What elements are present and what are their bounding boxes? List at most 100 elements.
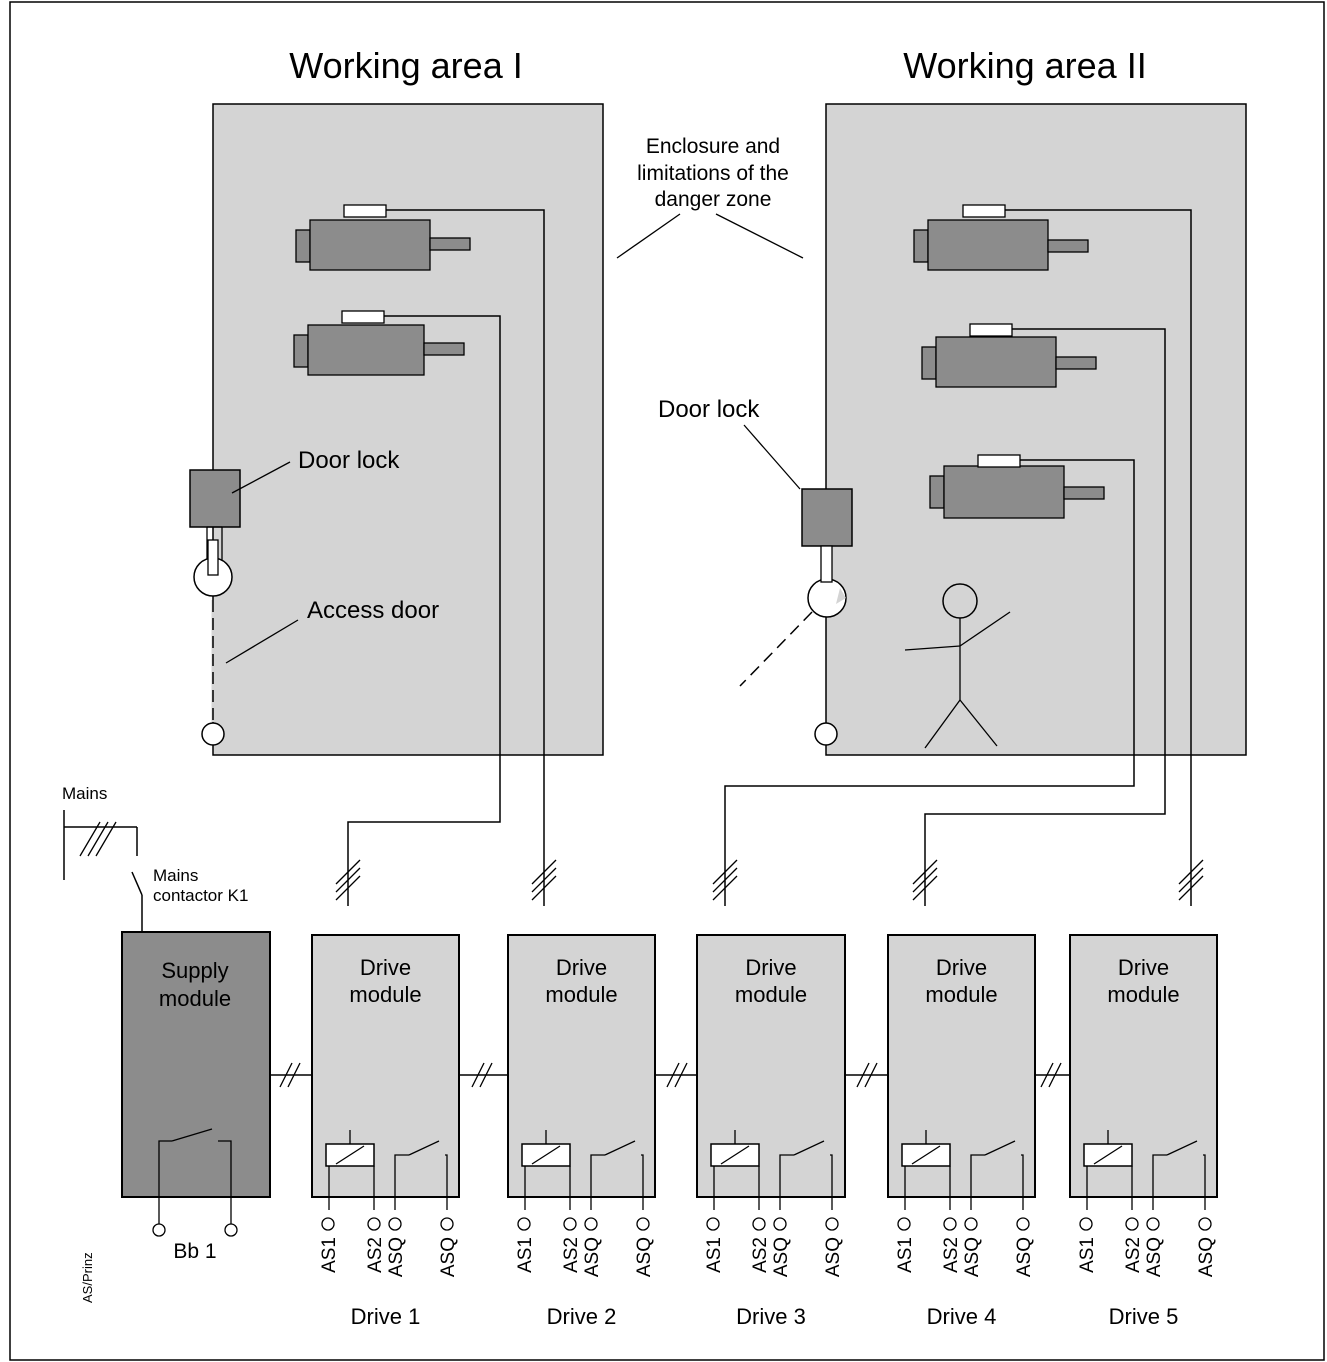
working-area-1-title: Working area I: [289, 45, 522, 86]
supply-module-label-line1: Supply: [161, 958, 228, 983]
motor-1: [295, 204, 471, 271]
relay-contact: [1152, 1140, 1206, 1210]
terminal-asq: [584, 1217, 598, 1231]
terminal-asq: [964, 1217, 978, 1231]
enclosure-pointer-right: [715, 213, 804, 259]
door-lock-2: [801, 488, 853, 618]
terminal-label: ASQ: [1014, 1237, 1035, 1277]
drive-module-title: Drive: [556, 955, 607, 980]
relay-contact: [779, 1140, 833, 1210]
terminal-as2: [752, 1217, 766, 1231]
terminal-label: AS2: [365, 1237, 386, 1273]
motor-4: [921, 323, 1097, 388]
terminal-label: AS1: [895, 1237, 916, 1273]
mains-contactor-label-line2: contactor K1: [153, 886, 248, 905]
drive-module-title: Drive: [936, 955, 987, 980]
drive-module-subtitle: module: [925, 982, 997, 1007]
working-area-2-enclosure: [825, 103, 1247, 756]
drive-module-subtitle: module: [349, 982, 421, 1007]
access-door-label: Access door: [307, 597, 439, 624]
terminal-label: ASQ: [438, 1237, 459, 1277]
door-hinge-1: [201, 722, 225, 746]
terminal-label: AS2: [561, 1237, 582, 1273]
access-door-2-open: [739, 611, 813, 687]
terminal-label: ASQ: [1144, 1237, 1165, 1277]
terminal-label: ASQ: [962, 1237, 983, 1277]
terminal-label: ASQ: [1196, 1237, 1217, 1277]
enclosure-label-line2: limitations of the: [637, 162, 789, 185]
relay-coil: [710, 1130, 760, 1210]
terminal-label: ASQ: [823, 1237, 844, 1277]
cable-hatch: [335, 859, 361, 901]
terminal-label: ASQ: [634, 1237, 655, 1277]
working-area-1-enclosure: [212, 103, 604, 756]
terminal-as1: [706, 1217, 720, 1231]
person-icon: [904, 583, 1011, 749]
cable-motor-4: [924, 328, 1166, 906]
terminal-as1: [517, 1217, 531, 1231]
terminal-asq: [636, 1217, 650, 1231]
cable-motor-1: [386, 209, 545, 906]
terminal-label: ASQ: [771, 1237, 792, 1277]
drive-module-subtitle: module: [735, 982, 807, 1007]
drive-name-label: Drive 1: [351, 1304, 421, 1329]
door-lock-2-pointer: [743, 424, 801, 490]
door-lock-1-pointer: [231, 461, 291, 494]
terminal-label: AS1: [319, 1237, 340, 1273]
terminal-asq: [440, 1217, 454, 1231]
supply-module: [121, 931, 271, 1198]
terminal-label: AS1: [1077, 1237, 1098, 1273]
terminal-as1: [1079, 1217, 1093, 1231]
cable-hatch: [712, 859, 738, 901]
bb1-label: Bb 1: [173, 1240, 216, 1263]
access-door-pointer: [225, 619, 299, 664]
door-lock-1-label: Door lock: [298, 447, 400, 474]
relay-contact: [970, 1140, 1024, 1210]
drive-module-title: Drive: [745, 955, 796, 980]
motor-5: [929, 454, 1105, 519]
terminal-label: AS2: [941, 1237, 962, 1273]
relay-coil: [1083, 1130, 1133, 1210]
terminal-label: AS1: [704, 1237, 725, 1273]
drive-name-label: Drive 3: [736, 1304, 806, 1329]
terminal-as2: [563, 1217, 577, 1231]
terminal-as1: [897, 1217, 911, 1231]
door-hinge-2: [814, 722, 838, 746]
drive-module-title: Drive: [360, 955, 411, 980]
terminal-asq: [1016, 1217, 1030, 1231]
terminal-asq: [825, 1217, 839, 1231]
door-lock-1: [189, 469, 241, 597]
mains-symbol: [63, 810, 143, 932]
terminal-as1: [321, 1217, 335, 1231]
enclosure-label-line3: danger zone: [655, 188, 772, 211]
relay-contact: [590, 1140, 644, 1210]
mains-label: Mains: [62, 784, 107, 803]
cable-motor-2: [347, 315, 501, 906]
terminal-as2: [367, 1217, 381, 1231]
relay-coil: [521, 1130, 571, 1210]
enclosure-label-line1: Enclosure and: [646, 135, 780, 158]
terminal-as2: [1125, 1217, 1139, 1231]
supply-module-label-line2: module: [159, 986, 231, 1011]
motor-2: [293, 310, 465, 376]
author-credit: AS/Prinz: [80, 1252, 95, 1303]
terminal-label: ASQ: [582, 1237, 603, 1277]
terminal-label: AS1: [515, 1237, 536, 1273]
drive-name-label: Drive 4: [927, 1304, 997, 1329]
terminal-asq: [1146, 1217, 1160, 1231]
enclosure-pointer-left: [616, 213, 681, 259]
relay-contact: [394, 1140, 448, 1210]
door-lock-2-label: Door lock: [658, 396, 760, 423]
relay-coil: [325, 1130, 375, 1210]
motor-3: [913, 204, 1089, 271]
terminal-asq: [388, 1217, 402, 1231]
drive-name-label: Drive 2: [547, 1304, 617, 1329]
cable-hatch: [1178, 859, 1204, 901]
mains-contactor-label-line1: Mains: [153, 866, 198, 885]
